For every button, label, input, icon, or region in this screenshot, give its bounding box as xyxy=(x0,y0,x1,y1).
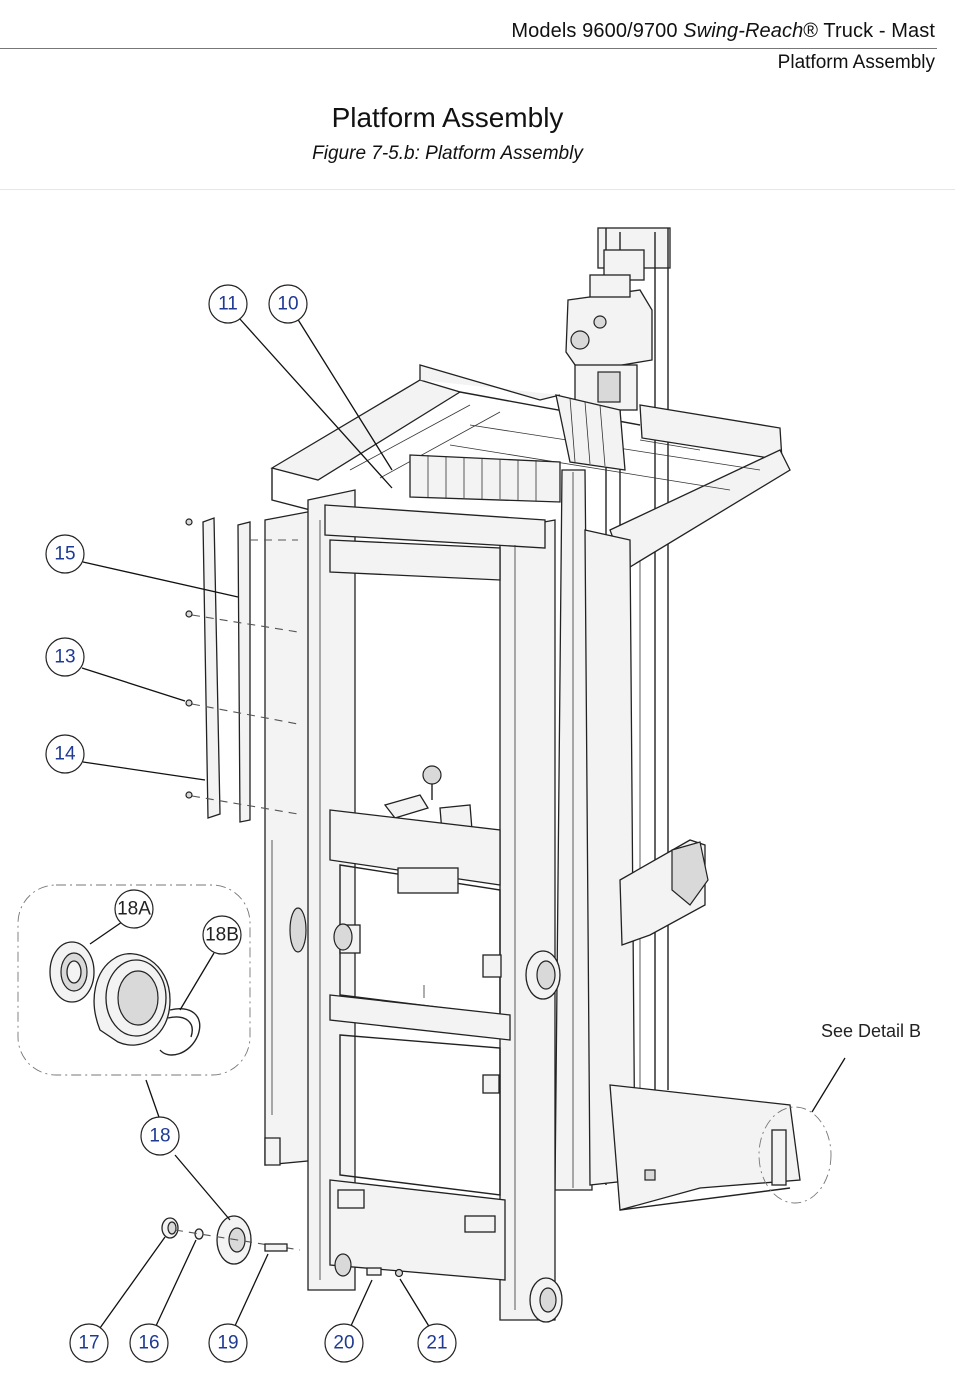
callout-label: 10 xyxy=(277,294,298,315)
front-frame xyxy=(307,489,556,1321)
callout-19: 19 xyxy=(208,1323,248,1363)
callout-10: 10 xyxy=(268,284,308,324)
callout-17: 17 xyxy=(69,1323,109,1363)
callout-label: 16 xyxy=(138,1333,159,1354)
detail-b-note: See Detail B xyxy=(821,1021,921,1041)
callout-14: 14 xyxy=(45,734,85,774)
callout-label: 11 xyxy=(218,294,238,315)
valve-block xyxy=(565,274,653,411)
callout-label: 18B xyxy=(205,925,239,946)
callout-13: 13 xyxy=(45,637,85,677)
callout-label: 21 xyxy=(426,1333,447,1354)
callout-label: 15 xyxy=(54,544,75,565)
callout-11: 11 xyxy=(208,284,248,324)
bottom-hardware xyxy=(161,1215,404,1278)
base-platform xyxy=(609,1084,801,1211)
callout-label: 18A xyxy=(117,899,151,920)
callout-label: 19 xyxy=(217,1333,238,1354)
callout-label: 13 xyxy=(54,647,75,668)
callout-label: 14 xyxy=(54,744,76,765)
cable-chain xyxy=(409,394,626,503)
callout-18a: 18A xyxy=(114,889,154,929)
callout-label: 18 xyxy=(149,1126,170,1147)
header-product-suffix: ® Truck - Mast xyxy=(803,20,935,42)
front-panels xyxy=(329,809,511,1281)
header-models: Models 9600/9700 xyxy=(511,20,684,42)
document-header-title: Models 9600/9700 Swing-Reach® Truck - Ma… xyxy=(511,20,935,43)
header-divider xyxy=(0,48,937,49)
callout-20: 20 xyxy=(324,1323,364,1363)
callout-16: 16 xyxy=(129,1323,169,1363)
callout-21: 21 xyxy=(417,1323,457,1363)
callout-label: 17 xyxy=(78,1333,99,1354)
callout-label: 20 xyxy=(333,1333,354,1354)
center-pillar xyxy=(554,469,593,1191)
frame-rollers xyxy=(333,923,563,1323)
header-product-name: Swing-Reach xyxy=(683,20,804,42)
header-section: Platform Assembly xyxy=(777,52,935,73)
platform-assembly-drawing: 11 10 15 13 14 18A 18B 18 17 16 19 xyxy=(17,227,921,1363)
drawing-border xyxy=(0,189,955,190)
detail-b-indicator xyxy=(758,1106,832,1204)
overhead-frame xyxy=(270,364,791,571)
callout-18b: 18B xyxy=(202,915,242,955)
carriage-plate xyxy=(584,529,709,1186)
callout-18: 18 xyxy=(140,1116,180,1156)
callout-15: 15 xyxy=(45,534,85,574)
leader-lines xyxy=(81,317,846,1329)
side-strips xyxy=(185,517,299,823)
page-title: Platform Assembly xyxy=(331,102,564,133)
figure-caption: Figure 7-5.b: Platform Assembly xyxy=(312,143,583,164)
detail-18-bearing-group xyxy=(17,884,251,1076)
